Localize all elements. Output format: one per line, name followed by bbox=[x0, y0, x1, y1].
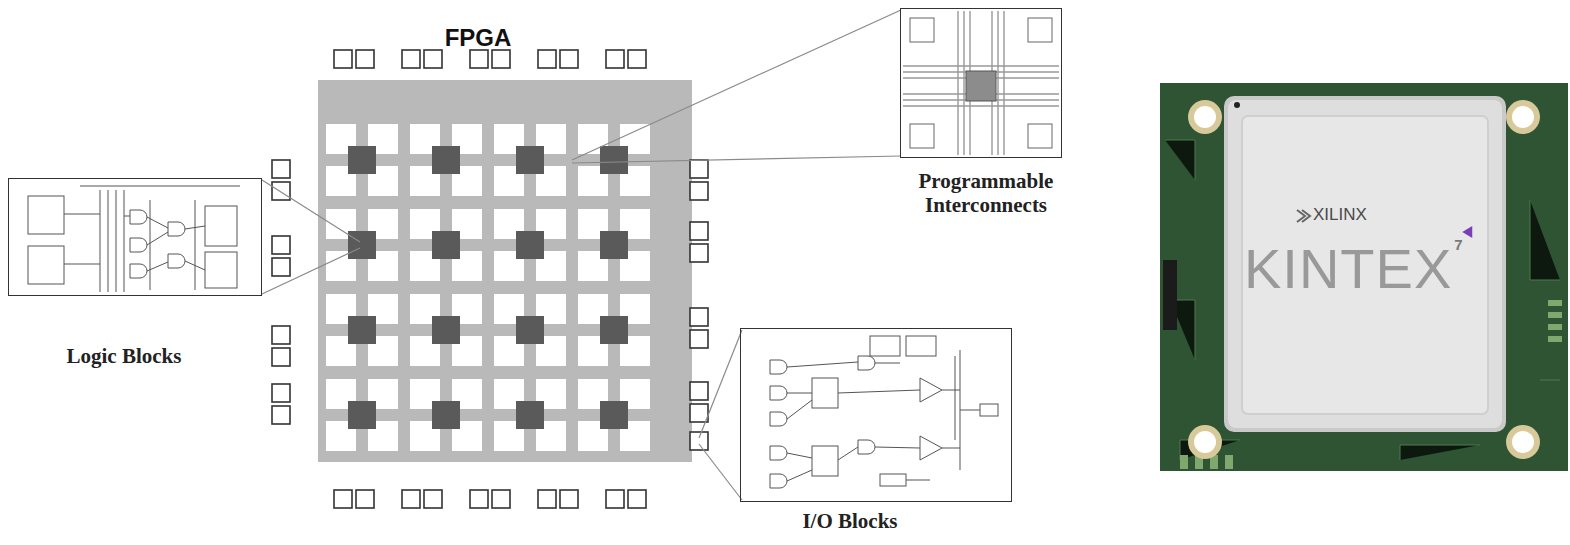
tile bbox=[410, 294, 482, 366]
io-pad bbox=[470, 490, 488, 508]
logic-cell bbox=[348, 401, 376, 429]
interconnect-schematic bbox=[903, 11, 1059, 155]
callout-label: Logic Blocks bbox=[59, 345, 189, 369]
io-pad bbox=[538, 490, 556, 508]
tile bbox=[410, 124, 482, 196]
inset-callout: Programmable Interconnects bbox=[900, 8, 1062, 217]
fpga-fabric bbox=[272, 50, 708, 508]
io-pad bbox=[272, 406, 290, 424]
tile bbox=[494, 124, 566, 196]
io-pad bbox=[628, 50, 646, 68]
inset-callout: Logic Blocks bbox=[8, 178, 262, 369]
chip-photo bbox=[1160, 83, 1568, 471]
io-pad bbox=[470, 50, 488, 68]
io-pad bbox=[492, 490, 510, 508]
tile bbox=[578, 379, 650, 451]
io-pad bbox=[690, 160, 708, 178]
io-pad bbox=[690, 432, 708, 450]
io-pad bbox=[560, 490, 578, 508]
logic-cell bbox=[348, 146, 376, 174]
logic-cell bbox=[600, 146, 628, 174]
logic-cell bbox=[516, 146, 544, 174]
series-number: 7 bbox=[1454, 236, 1462, 253]
io-pad bbox=[272, 236, 290, 254]
io-pad bbox=[334, 490, 352, 508]
io-pad bbox=[690, 404, 708, 422]
inset-callout: I/O Blocks bbox=[740, 328, 1012, 534]
tile bbox=[494, 209, 566, 281]
io-pad bbox=[356, 490, 374, 508]
logic-cell bbox=[600, 316, 628, 344]
io-pad bbox=[272, 384, 290, 402]
io-pad bbox=[272, 348, 290, 366]
logic-schematic bbox=[28, 186, 240, 292]
leader-lines bbox=[262, 10, 901, 500]
io-pad bbox=[538, 50, 556, 68]
io-pad bbox=[628, 490, 646, 508]
logic-cell bbox=[432, 231, 460, 259]
logic-cell bbox=[432, 401, 460, 429]
tile bbox=[494, 379, 566, 451]
io-pad bbox=[606, 50, 624, 68]
io-pad bbox=[402, 50, 420, 68]
io-pad bbox=[690, 308, 708, 326]
logic-cell bbox=[432, 316, 460, 344]
io-pad bbox=[690, 382, 708, 400]
brand-name: XILINX bbox=[1313, 205, 1367, 225]
logic-cell bbox=[600, 401, 628, 429]
io-pad bbox=[272, 258, 290, 276]
io-pad bbox=[690, 244, 708, 262]
tile bbox=[326, 209, 398, 281]
inset-frame bbox=[740, 328, 1012, 502]
callout-label: Programmable Interconnects bbox=[876, 170, 1096, 217]
fabric-ground bbox=[318, 80, 692, 462]
io-pad bbox=[402, 490, 420, 508]
logic-cell bbox=[516, 401, 544, 429]
io-pad bbox=[272, 326, 290, 344]
io-pad bbox=[560, 50, 578, 68]
logic-cell bbox=[600, 231, 628, 259]
tile bbox=[410, 379, 482, 451]
io-pad bbox=[272, 160, 290, 178]
logic-cell bbox=[516, 316, 544, 344]
product-name: KINTEX bbox=[1244, 236, 1452, 301]
diagram-title: FPGA bbox=[445, 24, 512, 52]
tile bbox=[578, 209, 650, 281]
tile bbox=[410, 209, 482, 281]
tile bbox=[494, 294, 566, 366]
io-pad bbox=[424, 50, 442, 68]
tile bbox=[578, 124, 650, 196]
inset-frame bbox=[900, 8, 1062, 158]
logic-cell bbox=[432, 146, 460, 174]
io-pad bbox=[690, 222, 708, 240]
callout-label: I/O Blocks bbox=[740, 510, 960, 534]
tile bbox=[578, 294, 650, 366]
logic-cell bbox=[348, 316, 376, 344]
tile bbox=[326, 124, 398, 196]
io-pad bbox=[424, 490, 442, 508]
tile bbox=[326, 379, 398, 451]
logic-cell bbox=[516, 231, 544, 259]
io-pad bbox=[334, 50, 352, 68]
io-schematic bbox=[770, 336, 998, 488]
io-pad bbox=[606, 490, 624, 508]
io-pad bbox=[492, 50, 510, 68]
tile bbox=[326, 294, 398, 366]
io-pad bbox=[690, 330, 708, 348]
io-pad bbox=[690, 182, 708, 200]
io-pad bbox=[356, 50, 374, 68]
logic-cell bbox=[348, 231, 376, 259]
io-pad bbox=[272, 182, 290, 200]
inset-frame bbox=[8, 178, 262, 296]
